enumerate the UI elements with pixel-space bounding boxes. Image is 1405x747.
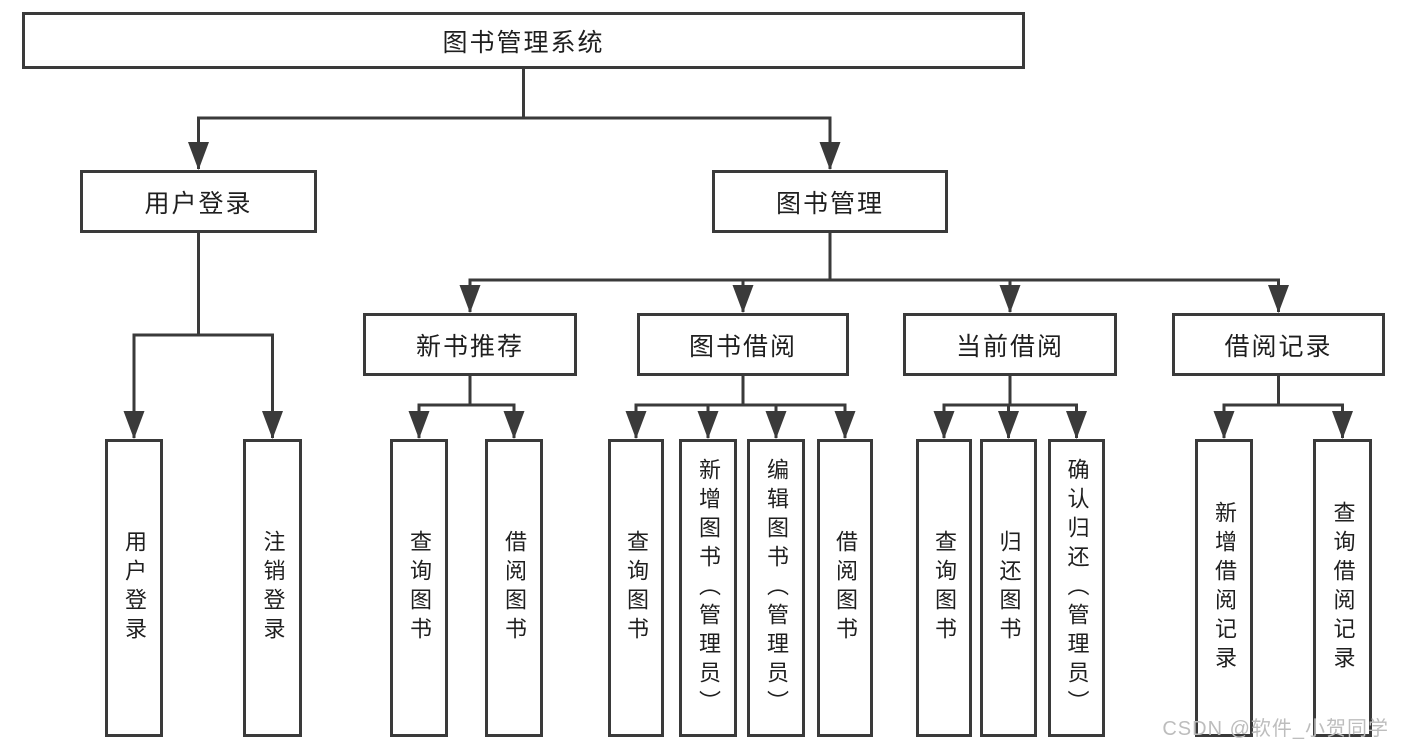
- node-leaf-cur-return-book: 归还图书: [980, 439, 1037, 737]
- node-label: 用户登录: [144, 189, 253, 218]
- node-system-root: 图书管理系统: [22, 12, 1025, 69]
- node-book-management: 图书管理: [712, 170, 948, 233]
- node-label: 查询图书: [407, 530, 432, 646]
- node-new-book-recommend: 新书推荐: [363, 313, 577, 376]
- node-leaf-bor-borrow-book: 借阅图书: [817, 439, 873, 737]
- node-label: 图书管理: [775, 189, 884, 218]
- node-user-login: 用户登录: [80, 170, 317, 233]
- node-current-borrowing: 当前借阅: [903, 313, 1117, 376]
- node-leaf-rec-borrow-book: 借阅图书: [485, 439, 543, 737]
- node-label: 图书借阅: [688, 332, 797, 361]
- node-label: 用户登录: [122, 530, 147, 646]
- node-label: 查询借阅记录: [1330, 501, 1356, 675]
- node-label: 新增图书（管理员）: [696, 457, 721, 719]
- node-label: 新书推荐: [415, 332, 524, 361]
- node-leaf-bor-add-book: 新增图书（管理员）: [679, 439, 737, 737]
- node-label: 新增借阅记录: [1212, 501, 1237, 675]
- node-label: 借阅记录: [1224, 332, 1333, 361]
- watermark: CSDN @软件_小贺同学: [1162, 718, 1389, 740]
- node-borrowing-records: 借阅记录: [1172, 313, 1385, 376]
- node-label: 注销登录: [260, 530, 286, 646]
- node-leaf-rec-query-book: 查询图书: [390, 439, 448, 737]
- node-leaf-user-login: 用户登录: [105, 439, 163, 737]
- node-label: 归还图书: [996, 530, 1022, 646]
- node-label: 借阅图书: [502, 530, 527, 646]
- node-leaf-rec2-add-record: 新增借阅记录: [1195, 439, 1253, 737]
- node-label: 查询图书: [932, 530, 957, 646]
- node-leaf-logout: 注销登录: [243, 439, 302, 737]
- node-leaf-rec2-query-record: 查询借阅记录: [1313, 439, 1372, 737]
- node-book-borrowing: 图书借阅: [637, 313, 849, 376]
- node-label: 编辑图书（管理员）: [764, 457, 789, 719]
- node-label: 确认归还（管理员）: [1064, 457, 1090, 719]
- node-label: 图书管理系统: [442, 28, 605, 57]
- node-leaf-bor-query-book: 查询图书: [608, 439, 664, 737]
- node-leaf-cur-query-book: 查询图书: [916, 439, 972, 737]
- node-label: 查询图书: [624, 530, 649, 646]
- node-leaf-bor-edit-book: 编辑图书（管理员）: [747, 439, 805, 737]
- node-label: 当前借阅: [955, 332, 1064, 361]
- node-label: 借阅图书: [833, 530, 858, 646]
- node-leaf-cur-confirm-return: 确认归还（管理员）: [1048, 439, 1105, 737]
